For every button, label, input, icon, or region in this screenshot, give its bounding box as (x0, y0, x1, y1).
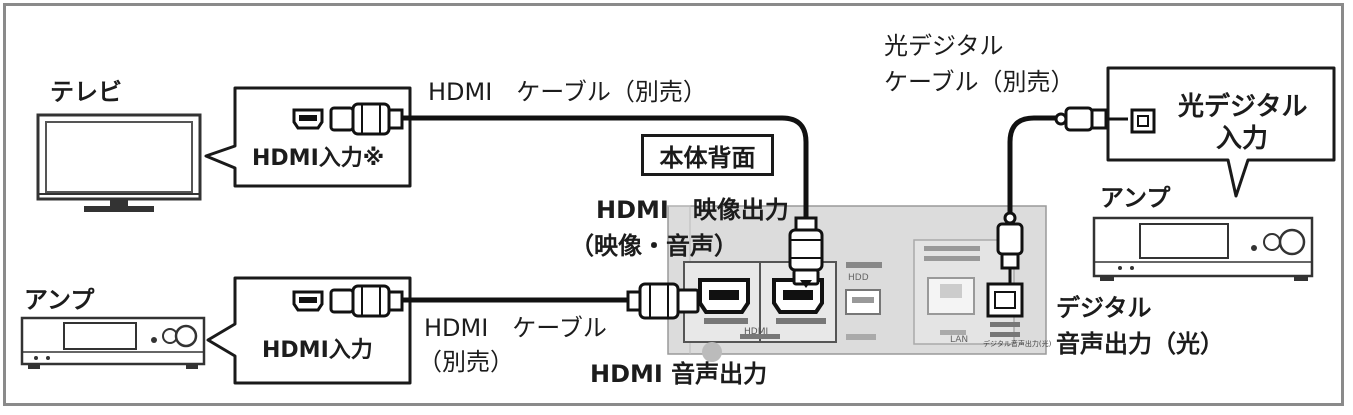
digital-audio-out-label-line2: 音声出力（光） (1056, 330, 1224, 358)
amp-left-label: アンプ (24, 286, 95, 314)
tv-label: テレビ (50, 78, 122, 106)
panel-label-lan: LAN (950, 335, 968, 345)
tv-hdmi-input-label: HDMI入力※ (252, 146, 385, 171)
optical-port (986, 282, 1024, 337)
hdd-port (845, 262, 882, 340)
tv-device (36, 113, 202, 212)
hdmi-video-port (772, 278, 824, 314)
amp-right-device (1092, 216, 1314, 281)
hdmi-cable-bottom-label-line1: HDMI ケーブル (424, 314, 607, 342)
amp-left-hdmi-input-label: HDMI入力 (262, 338, 373, 363)
tv-hdmi-socket-icon (292, 108, 324, 130)
hdmi-cable-bottom (329, 282, 700, 320)
panel-label-optical: デジタル音声出力(光) (983, 339, 1052, 348)
hdmi-audio-port (698, 278, 750, 314)
amp-left-hdmi-socket-icon (292, 290, 324, 312)
amp-right-optical-socket-icon (1130, 108, 1156, 134)
panel-label-hdmi: HDMI (744, 327, 768, 337)
rear-panel-title: 本体背面 (641, 134, 774, 176)
digital-audio-out-label-line1: デジタル (1056, 294, 1152, 322)
optical-cable-label-line2: ケーブル（別売） (884, 68, 1075, 96)
amp-right-optical-input-line1: 光デジタル (1178, 92, 1308, 122)
amp-right-optical-input-line2: 入力 (1216, 124, 1269, 154)
amp-right-callout-bubble (1106, 66, 1336, 198)
hdmi-video-out-label-line2: （映像・音声） (570, 232, 738, 260)
panel-label-hdd: HDD (848, 273, 869, 283)
hdmi-audio-out-label: HDMI 音声出力 (590, 360, 768, 388)
hdmi-cable-top (329, 102, 824, 288)
hdmi-cable-top-label: HDMI ケーブル（別売） (428, 78, 707, 106)
amp-left-device (20, 316, 206, 369)
hdmi-video-out-label-line1: HDMI 映像出力 (596, 196, 789, 224)
optical-cable-label-line1: 光デジタル (884, 32, 1004, 60)
rear-panel (667, 205, 1047, 362)
amp-right-label: アンプ (1100, 184, 1171, 212)
optical-cable (996, 106, 1128, 284)
hdmi-cable-bottom-label-line2: （別売） (418, 348, 514, 376)
